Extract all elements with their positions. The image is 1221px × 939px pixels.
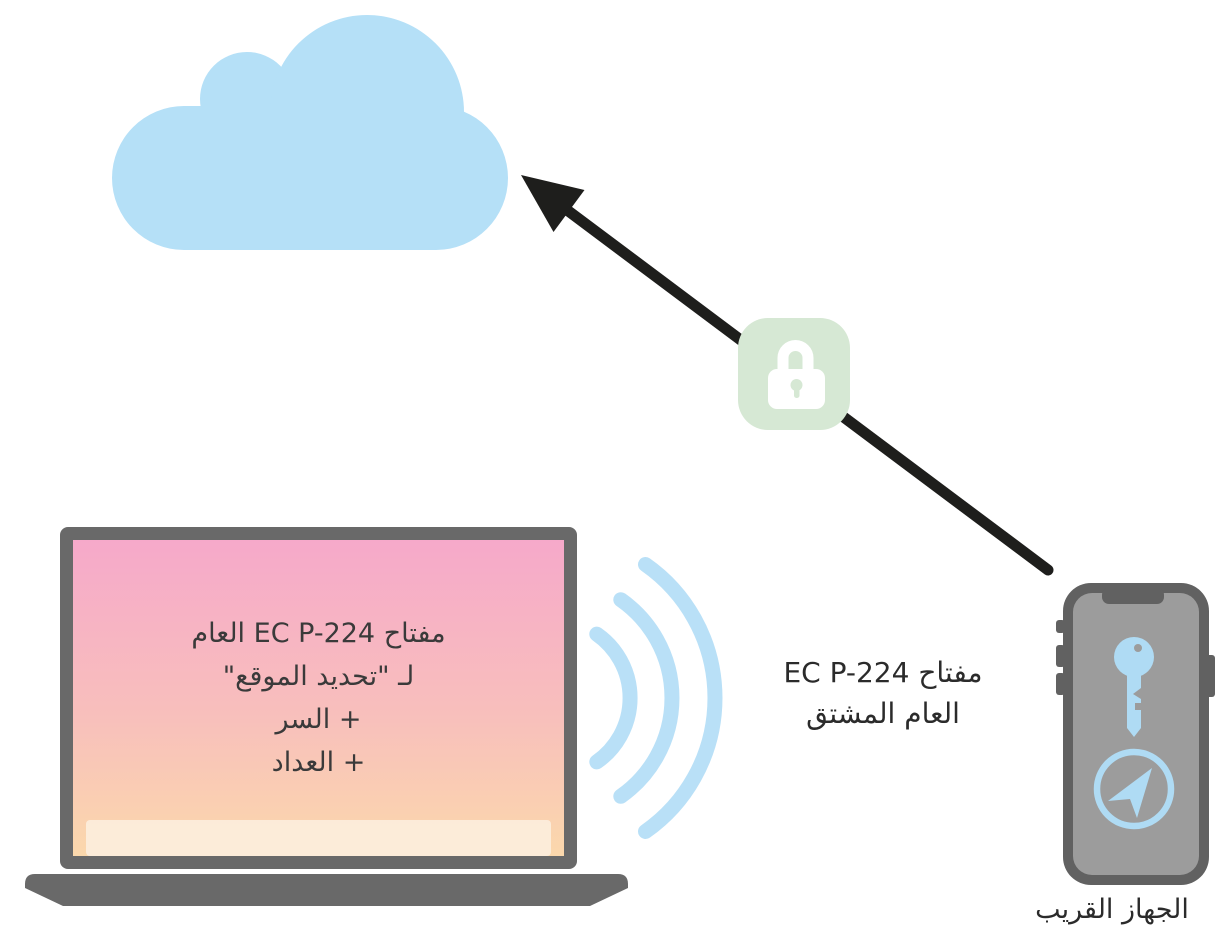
cloud-icon bbox=[112, 15, 508, 250]
phone-illustration bbox=[1056, 583, 1215, 885]
laptop-base bbox=[25, 874, 628, 906]
screen-line-3: + السر bbox=[275, 704, 362, 735]
screen-line-4: + العداد bbox=[271, 747, 366, 778]
laptop-screen-strip bbox=[86, 820, 551, 856]
screen-line-2: لـ "تحديد الموقع" bbox=[222, 661, 415, 692]
derived-key-line-2: العام المشتق bbox=[806, 697, 960, 730]
wifi-waves-icon bbox=[589, 557, 723, 839]
lock-icon bbox=[768, 340, 825, 409]
key-icon bbox=[1114, 637, 1154, 737]
location-arrow-icon bbox=[1093, 748, 1175, 830]
laptop-screen bbox=[73, 540, 564, 856]
derived-key-line-1: مفتاح EC P-224 bbox=[783, 656, 983, 689]
laptop-illustration bbox=[25, 527, 628, 906]
phone-notch bbox=[1102, 588, 1164, 604]
lock-badge bbox=[738, 318, 850, 430]
laptop-screen-text: مفتاح EC P-224 العام لـ "تحديد الموقع" +… bbox=[73, 612, 564, 784]
nearby-device-label: الجهاز القريب bbox=[1035, 894, 1189, 925]
derived-key-label: مفتاح EC P-224 العام المشتق bbox=[738, 652, 1028, 734]
screen-line-1: مفتاح EC P-224 العام bbox=[191, 618, 446, 649]
